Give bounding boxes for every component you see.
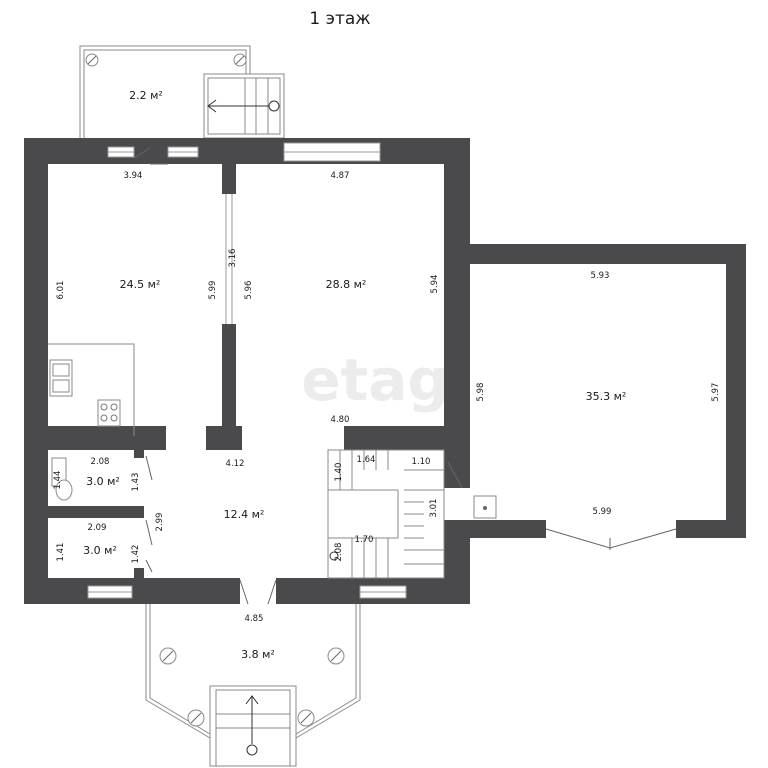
dimension-label: 2.08 [91, 457, 110, 467]
area-hall: 12.4 м² [224, 508, 265, 521]
dimension-label: 3.94 [124, 171, 143, 181]
dimension-label: 2.09 [88, 523, 107, 533]
porch [145, 604, 361, 767]
top-openings [107, 142, 381, 324]
dimension-label: 1.43 [131, 473, 141, 492]
dimension-label: 5.94 [430, 275, 440, 294]
dimension-label: 1.40 [334, 463, 344, 482]
dimension-label: 3.01 [429, 499, 439, 518]
dimension-label: 1.42 [131, 545, 141, 564]
floor-title: 1 этаж [309, 9, 370, 29]
dimension-label: 4.80 [331, 415, 350, 425]
area-room-right: 35.3 м² [586, 390, 627, 403]
dimension-label: 5.96 [244, 281, 254, 300]
top-stairs [203, 73, 285, 139]
area-room-left: 24.5 м² [120, 278, 161, 291]
bottom-openings [87, 578, 407, 605]
watermark-text: etagi [301, 346, 469, 414]
central-stairs [327, 449, 497, 579]
dimension-label: 4.85 [245, 614, 264, 624]
dimension-label: 2.99 [155, 513, 165, 532]
dimension-label: 1.10 [412, 457, 431, 467]
area-porch: 3.8 м² [241, 648, 275, 661]
dimension-label: 1.64 [357, 455, 376, 465]
kitchen-fixtures [48, 343, 135, 436]
right-extension [470, 244, 746, 550]
area-bath-lower: 3.0 м² [83, 544, 117, 557]
dimension-label: 2.08 [334, 543, 344, 562]
dimension-label: 5.97 [711, 383, 721, 402]
dimension-label: 4.87 [331, 171, 350, 181]
dimension-label: 1.44 [53, 471, 63, 490]
toilet-icon [55, 479, 73, 501]
dimension-label: 4.12 [226, 459, 245, 469]
stair-start-icon [268, 100, 280, 112]
bath-fixtures [51, 455, 153, 573]
dimension-label: 1.41 [56, 543, 66, 562]
area-bath-upper: 3.0 м² [86, 475, 120, 488]
dimension-label: 5.99 [593, 507, 612, 517]
dimension-label: 3.16 [228, 249, 238, 268]
dimension-label: 1.70 [355, 535, 374, 545]
area-room-center: 28.8 м² [326, 278, 367, 291]
dimension-label: 5.99 [208, 281, 218, 300]
stove-icon [97, 399, 121, 427]
stair-start-icon [329, 551, 339, 561]
stair-start-icon [246, 744, 258, 756]
dimension-label: 5.98 [476, 383, 486, 402]
dimension-label: 6.01 [56, 281, 66, 300]
dimension-label: 5.93 [591, 271, 610, 281]
area-balcony-top: 2.2 м² [129, 89, 163, 102]
